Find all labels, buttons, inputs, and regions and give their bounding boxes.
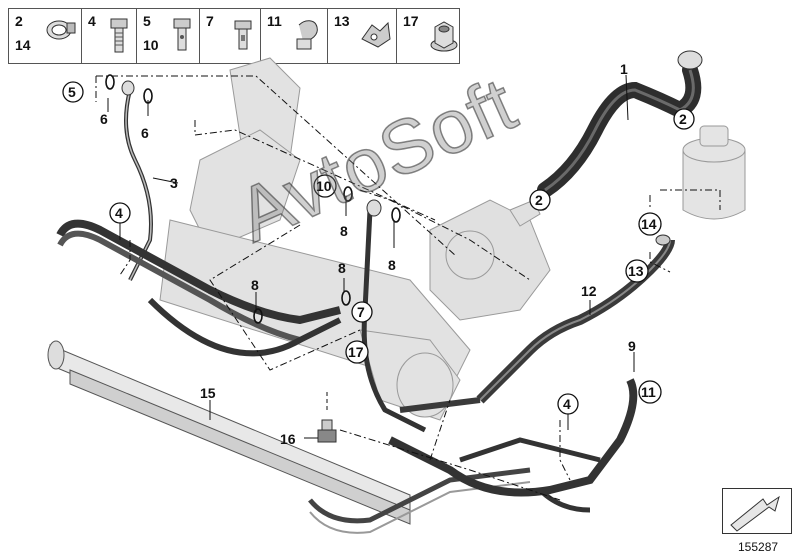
- steering-pump[interactable]: [429, 199, 551, 321]
- callout-8[interactable]: 8: [251, 277, 259, 293]
- callout-circle-7[interactable]: 7: [351, 301, 373, 323]
- callout-12[interactable]: 12: [581, 283, 597, 299]
- svg-text:7: 7: [357, 304, 365, 320]
- callout-circle-2[interactable]: 2: [529, 189, 551, 211]
- cooler-return-line[interactable]: [308, 467, 531, 524]
- callout-15[interactable]: 15: [200, 385, 216, 401]
- legend-cell-bracket-clamp[interactable]: 13: [328, 9, 397, 63]
- svg-text:2: 2: [535, 192, 543, 208]
- legend-cell-hollow-bolt[interactable]: 7: [200, 9, 261, 63]
- legend-cell-bolt[interactable]: 4: [82, 9, 137, 63]
- callout-circle-13[interactable]: 13: [625, 259, 649, 283]
- legend-cell-collar-nut[interactable]: 17: [397, 9, 463, 63]
- hose-clamp-icon: [46, 20, 76, 40]
- diagram-number: 155287: [738, 540, 779, 554]
- legend-part-number: 7: [206, 13, 214, 29]
- svg-text:17: 17: [348, 344, 364, 360]
- svg-text:13: 13: [628, 263, 644, 279]
- bracket-clamp-icon: [361, 21, 391, 48]
- holder-icon: [296, 20, 318, 50]
- legend-cell-holder[interactable]: 11: [261, 9, 328, 63]
- view-direction-box[interactable]: [722, 488, 792, 534]
- legend-part-number: 17: [403, 13, 419, 29]
- legend-cell-clamp[interactable]: 2 14: [9, 9, 82, 63]
- callout-6[interactable]: 6: [100, 111, 108, 127]
- oil-cooler[interactable]: [47, 340, 411, 525]
- legend-part-number: 5: [143, 13, 151, 29]
- legend-part-number: 13: [334, 13, 350, 29]
- callout-16[interactable]: 16: [280, 431, 296, 447]
- callout-circle-4[interactable]: 4: [109, 202, 131, 224]
- callout-8[interactable]: 8: [340, 223, 348, 239]
- callout-1[interactable]: 1: [620, 61, 628, 77]
- legend-part-number: 14: [15, 37, 31, 53]
- callout-8[interactable]: 8: [338, 260, 346, 276]
- callout-circle-17[interactable]: 17: [345, 340, 369, 364]
- hollow-bolt-icon: [234, 20, 252, 50]
- svg-text:5: 5: [68, 84, 76, 100]
- callout-circle-14[interactable]: 14: [638, 212, 662, 236]
- legend-part-number: 10: [143, 37, 159, 53]
- callout-9[interactable]: 9: [628, 338, 636, 354]
- svg-text:14: 14: [641, 216, 657, 232]
- callout-circle-4[interactable]: 4: [557, 393, 579, 415]
- callout-circle-11[interactable]: 11: [638, 380, 662, 404]
- legend-cell-banjo-bolt[interactable]: 5 10: [137, 9, 200, 63]
- callout-6[interactable]: 6: [141, 125, 149, 141]
- legend-part-number: 4: [88, 13, 96, 29]
- callout-3[interactable]: 3: [170, 175, 178, 191]
- svg-text:11: 11: [641, 384, 656, 400]
- svg-text:2: 2: [679, 111, 687, 127]
- bolt-16[interactable]: [317, 390, 337, 443]
- return-pipe[interactable]: [388, 378, 638, 497]
- oil-reservoir[interactable]: [682, 125, 746, 220]
- arrow-icon: [730, 495, 780, 532]
- callout-circle-10[interactable]: 10: [313, 174, 337, 198]
- svg-text:4: 4: [563, 396, 571, 412]
- svg-text:10: 10: [316, 178, 332, 194]
- legend-part-number: 2: [15, 13, 23, 29]
- callout-8[interactable]: 8: [388, 257, 396, 273]
- callout-circle-2[interactable]: 2: [673, 108, 695, 130]
- collar-nut-icon: [430, 21, 458, 52]
- steering-gear[interactable]: [159, 57, 471, 421]
- legend-part-number: 11: [267, 13, 282, 29]
- parts-legend: 2 14 4 5 10 7 11: [8, 8, 460, 64]
- callout-circle-5[interactable]: 5: [62, 81, 84, 103]
- bolt-icon: [110, 18, 128, 53]
- banjo-bolt-icon: [173, 18, 191, 51]
- svg-text:4: 4: [115, 205, 123, 221]
